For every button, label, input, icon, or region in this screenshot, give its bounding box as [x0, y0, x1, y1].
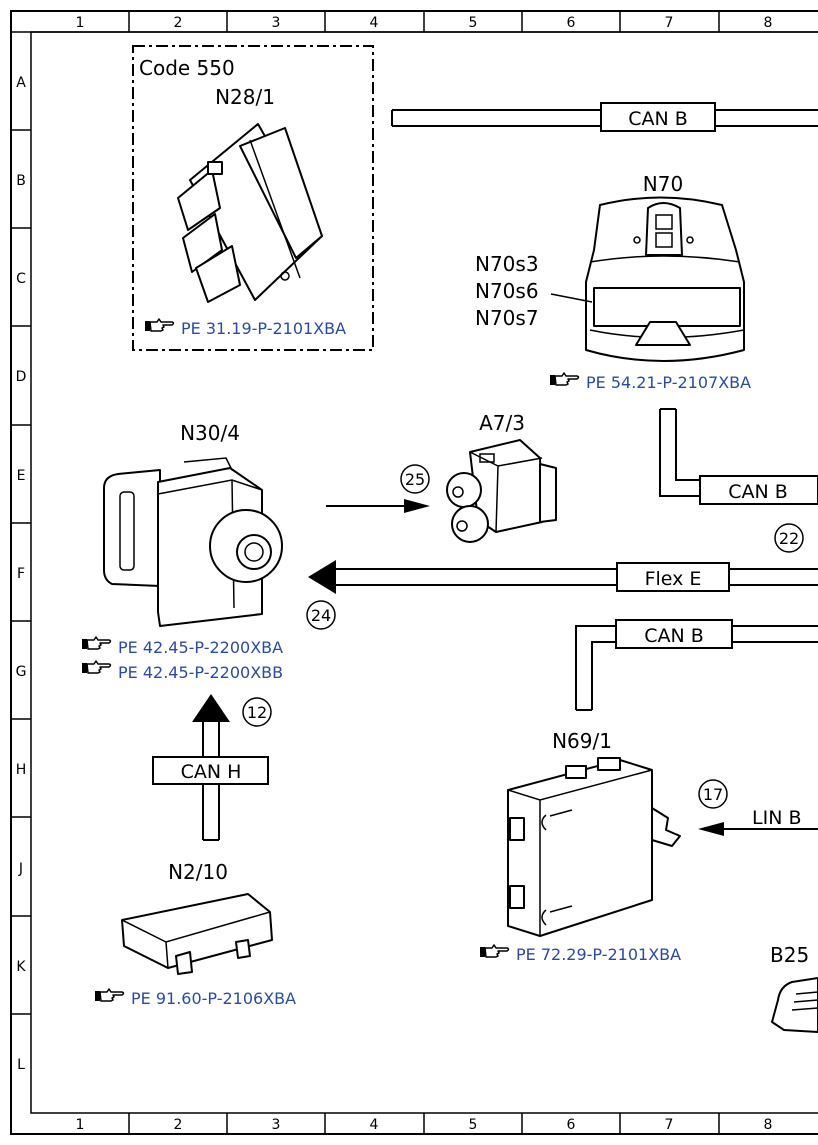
n70-reference: PE 54.21-P-2107XBA — [549, 372, 751, 392]
grid-col-bottom: 2 — [174, 1117, 183, 1133]
grid-col-bottom: 8 — [764, 1117, 773, 1133]
signal-arrow-25: 25 — [326, 464, 430, 513]
callout-25: 25 — [405, 470, 425, 489]
b25-sensor-icon — [771, 977, 818, 1033]
a7-3-hydraulic-unit-icon — [446, 439, 557, 543]
row-grid: A B C D E F G H J K L — [11, 75, 31, 1073]
n30-4-esp-unit-icon — [103, 457, 283, 627]
n69-1-label: N69/1 — [552, 729, 612, 753]
n2-10-reference: PE 91.60-P-2106XBA — [94, 988, 296, 1008]
pointing-hand-icon — [81, 660, 112, 674]
callout-17: 17 — [703, 785, 723, 804]
grid-row: G — [16, 664, 27, 680]
grid-row: C — [16, 271, 26, 287]
grid-col-top: 5 — [469, 15, 478, 31]
can-b-top-bus: CAN B — [391, 102, 818, 132]
n70-label: N70 — [643, 172, 683, 196]
grid-col-bottom: 1 — [76, 1117, 85, 1133]
column-grid: 1 2 3 4 5 6 7 8 1 2 3 4 5 6 7 8 — [76, 11, 773, 1134]
pointing-hand-icon — [81, 636, 112, 650]
option-box-code-550: Code 550 — [132, 45, 374, 351]
pointing-hand-icon — [94, 988, 125, 1002]
grid-row: L — [17, 1057, 25, 1073]
n30-4-reference-2: PE 42.45-P-2200XBB — [81, 660, 283, 682]
can-b-low-label: CAN B — [644, 625, 704, 647]
grid-col-top: 7 — [665, 15, 674, 31]
option-code-label: Code 550 — [139, 56, 235, 80]
grid-row: D — [16, 369, 27, 385]
grid-row: K — [16, 959, 26, 975]
grid-col-bottom: 6 — [567, 1117, 576, 1133]
grid-col-top: 3 — [272, 15, 281, 31]
component-n30-4: N30/4 PE 42.45-P-2200XBA PE 42.45-P-2200… — [81, 421, 283, 682]
n30-4-ref-text-2: PE 42.45-P-2200XBB — [118, 663, 283, 682]
pointing-hand-icon — [549, 372, 580, 386]
callout-12: 12 — [247, 703, 267, 722]
grid-col-top: 6 — [567, 15, 576, 31]
n30-4-ref-text-1: PE 42.45-P-2200XBA — [118, 638, 283, 657]
grid-row: J — [18, 861, 23, 877]
callout-22: 22 — [779, 529, 799, 548]
n28-1-ref-text: PE 31.19-P-2101XBA — [181, 319, 346, 338]
component-n69-1: N69/1 PE 72.29-P-2101XBA — [479, 729, 681, 964]
a7-3-label: A7/3 — [479, 411, 525, 435]
n30-4-label: N30/4 — [180, 421, 240, 445]
n70-overhead-panel-icon — [585, 196, 745, 362]
grid-col-bottom: 3 — [272, 1117, 281, 1133]
n30-4-reference-1: PE 42.45-P-2200XBA — [81, 636, 283, 657]
component-b25: B25 — [770, 943, 818, 1033]
can-b-mid-bus: CAN B — [659, 408, 818, 505]
component-n70: N70 N70s3 N70s6 N70s7 PE 54.21-P-2107XBA — [475, 172, 751, 392]
callout-24: 24 — [311, 606, 331, 625]
n70s6-label: N70s6 — [475, 279, 539, 303]
grid-row: F — [17, 566, 25, 582]
grid-col-bottom: 4 — [370, 1117, 379, 1133]
component-n2-10: N2/10 PE 91.60-P-2106XBA — [94, 860, 296, 1008]
n70-ref-text: PE 54.21-P-2107XBA — [586, 373, 751, 392]
lin-b-bus: LIN B 17 — [698, 779, 818, 836]
grid-row: A — [16, 75, 26, 91]
n2-10-ref-text: PE 91.60-P-2106XBA — [131, 989, 296, 1008]
pointing-hand-icon — [479, 944, 510, 958]
can-b-low-bus: CAN B — [575, 619, 818, 711]
grid-col-bottom: 7 — [665, 1117, 674, 1133]
n2-10-label: N2/10 — [168, 860, 228, 884]
n70s3-label: N70s3 — [475, 252, 539, 276]
grid-row: H — [16, 762, 27, 778]
component-n28-1: N28/1 PE 31.19-P-2101XBA — [144, 85, 346, 338]
n70s7-label: N70s7 — [475, 306, 539, 330]
lin-b-label: LIN B — [752, 807, 801, 829]
grid-col-top: 2 — [174, 15, 183, 31]
can-h-label: CAN H — [181, 761, 242, 783]
n28-1-reference: PE 31.19-P-2101XBA — [144, 318, 346, 338]
n28-1-label: N28/1 — [215, 85, 275, 109]
can-b-top-label: CAN B — [628, 108, 688, 130]
n69-1-control-unit-icon — [507, 757, 681, 937]
grid-col-bottom: 5 — [469, 1117, 478, 1133]
flex-e-bus: Flex E 22 24 — [306, 523, 818, 630]
grid-col-top: 4 — [370, 15, 379, 31]
flex-e-label: Flex E — [645, 568, 702, 590]
n69-1-ref-text: PE 72.29-P-2101XBA — [516, 945, 681, 964]
component-a7-3: A7/3 — [446, 411, 557, 543]
n28-1-control-unit-icon — [177, 123, 323, 303]
grid-col-top: 1 — [76, 15, 85, 31]
can-b-mid-label: CAN B — [728, 481, 788, 503]
n2-10-control-unit-icon — [121, 893, 273, 975]
grid-row: B — [16, 173, 26, 189]
grid-row: E — [17, 468, 26, 484]
n69-1-reference: PE 72.29-P-2101XBA — [479, 944, 681, 964]
can-h-bus: CAN H 12 — [152, 694, 272, 841]
grid-col-top: 8 — [764, 15, 773, 31]
pointing-hand-icon — [144, 318, 175, 332]
b25-label: B25 — [770, 943, 809, 967]
